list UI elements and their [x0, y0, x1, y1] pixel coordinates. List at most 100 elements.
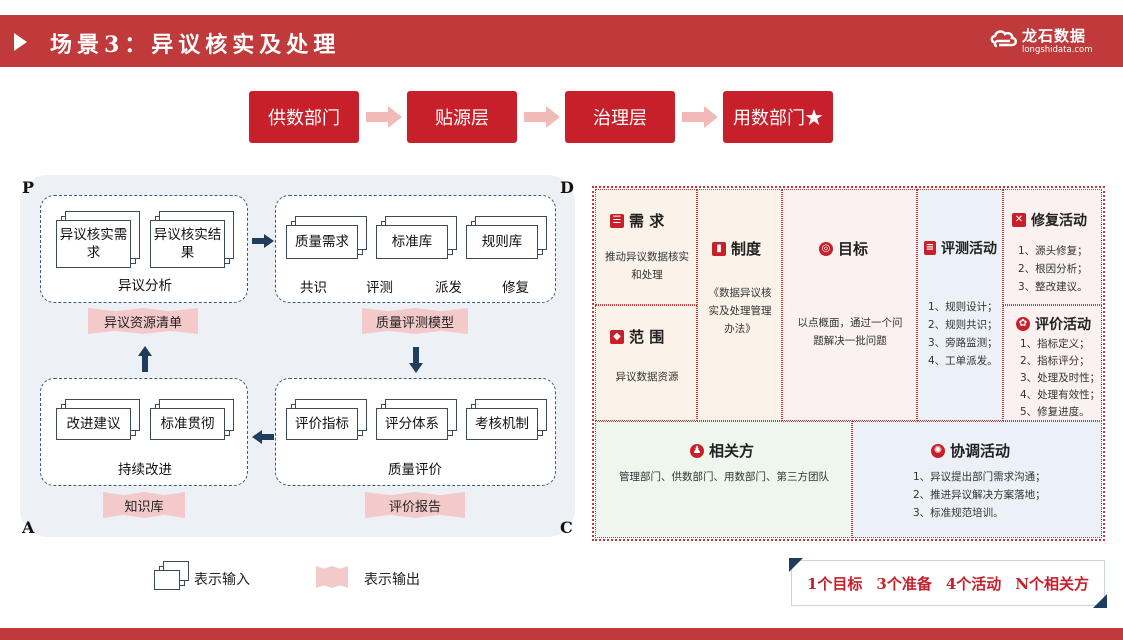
summary-box: 1个目标 3个准备 4个活动 N个相关方 — [791, 560, 1105, 606]
tools-icon: ✕ — [1012, 213, 1026, 227]
award-icon: ✿ — [1016, 317, 1030, 331]
list-item: 3、旁路监测； — [928, 337, 998, 349]
logo: 龙石数据 longshidata.com — [990, 25, 1110, 59]
cell-goal: ◎目标 以点概面，通过一个问题解决一批问题 — [782, 189, 917, 421]
corner-label-p: P — [22, 178, 35, 197]
cube-icon: ◆ — [610, 329, 624, 344]
summary-stakeholders: N个相关方 — [1015, 574, 1089, 593]
coordination-title: ✺ 协调活动 — [931, 440, 1010, 461]
eval-test-title: ≡ 评测活动 — [924, 238, 997, 258]
repair-title: ✕修复活动 — [1012, 210, 1087, 230]
list-item: 3、标准规范培训。 — [913, 507, 1004, 519]
flow-step-source-layer: 贴源层 — [407, 91, 517, 143]
evaluate-title: ✿ 评价活动 — [1016, 314, 1091, 334]
stakeholders-text: 管理部门、供数部门、用数部门、第三方团队 — [619, 471, 829, 483]
legend-output-icon — [316, 566, 348, 588]
doc-demand: 异议核实需求 — [56, 211, 140, 268]
cell-stakeholders: ♟ 相关方 管理部门、供数部门、用数部门、第三方团队 — [595, 421, 852, 538]
corner-label-d: D — [560, 178, 574, 197]
summary-activities: 4个活动 — [945, 574, 1002, 593]
doc-eval-index: 评价指标 — [286, 399, 367, 440]
evaluate-list: 1、指标定义； 2、指标评分； 3、处理及时性； 4、处理有效性； 5、修复进度… — [1020, 336, 1100, 421]
page-title: 场景3：异议核实及处理 — [50, 32, 341, 58]
arrow-right-icon — [252, 234, 274, 248]
arrow-left-icon — [252, 430, 274, 444]
gear-icon: ✺ — [931, 443, 945, 458]
doc-result: 异议核实结果 — [150, 211, 234, 268]
cell-eval-test: ≡ 评测活动 1、规则设计； 2、规则共识； 3、旁路监测； 4、工单派发。 — [917, 189, 1003, 421]
flow-arrow-icon — [682, 106, 718, 128]
list-item: 4、处理有效性； — [1020, 389, 1101, 401]
people-icon: ♟ — [690, 443, 704, 458]
corner-label-c: C — [560, 518, 573, 537]
cell-repair: ✕修复活动 1、源头修复； 2、根因分析； 3、整改建议。 — [1003, 189, 1102, 305]
book-icon: ▮ — [712, 241, 726, 256]
scope-text: 异议数据资源 — [615, 371, 679, 383]
list-item: 2、推进异议解决方案落地； — [913, 489, 1046, 501]
list-item: 1、异议提出部门需求沟通； — [913, 471, 1046, 483]
list-item: 4、工单派发。 — [928, 355, 998, 367]
eval-test-title-text: 评测活动 — [941, 241, 997, 257]
doc-score-system: 评分体系 — [376, 399, 457, 440]
list-item: 5、修复进度。 — [1020, 406, 1090, 418]
evaluate-title-text: 评价活动 — [1035, 317, 1091, 333]
cell-system: ▮制度 《数据异议核实及处理管理办法》 — [697, 189, 782, 421]
p-box-caption: 异议分析 — [118, 278, 172, 294]
summary-prep: 3个准备 — [876, 574, 932, 593]
flow-step-governance-layer: 治理层 — [565, 91, 675, 143]
c-box-caption: 质量评价 — [388, 462, 442, 478]
corner-decoration — [789, 558, 803, 572]
flow-step-consumer: 用数部门★ — [723, 91, 833, 143]
doc-quality-demand: 质量需求 — [286, 216, 367, 259]
list-item: 2、指标评分； — [1020, 355, 1090, 367]
list-item: 1、源头修复； — [1018, 245, 1088, 257]
header-bar — [0, 15, 1123, 67]
legend-input-icon — [154, 561, 189, 590]
arrow-up-icon — [138, 346, 152, 372]
list-item: 1、规则设计； — [928, 301, 998, 313]
doc-assessment: 考核机制 — [466, 399, 547, 440]
eval-test-list: 1、规则设计； 2、规则共识； 3、旁路监测； 4、工单派发。 — [928, 298, 998, 370]
doc-suggestion: 改进建议 — [56, 399, 140, 440]
cell-evaluate: ✿ 评价活动 1、指标定义； 2、指标评分； 3、处理及时性； 4、处理有效性； … — [1003, 305, 1102, 421]
goal-title: ◎目标 — [819, 238, 868, 259]
action-consensus: 共识 — [300, 280, 327, 296]
coordination-title-text: 协调活动 — [950, 442, 1011, 460]
output-ribbon-knowledge: 知识库 — [103, 492, 185, 518]
corner-decoration — [1093, 594, 1107, 608]
repair-list: 1、源头修复； 2、根因分析； 3、整改建议。 — [1018, 242, 1088, 296]
list-item: 2、根因分析； — [1018, 263, 1088, 275]
corner-label-a: A — [22, 518, 35, 537]
cell-demand: ☰ 需 求 推动异议数据核实和处理 — [595, 189, 697, 305]
elements-grid — [592, 186, 1105, 541]
footer-bar — [0, 628, 1123, 640]
goal-text: 以点概面，通过一个问题解决一批问题 — [797, 317, 903, 347]
stakeholders-title-text: 相关方 — [709, 442, 755, 460]
list-item: 2、规则共识； — [928, 319, 998, 331]
action-test: 评测 — [366, 280, 393, 296]
doc-standard-lib: 标准库 — [376, 216, 457, 259]
legend-input-label: 表示输入 — [194, 572, 250, 588]
demand-title-text: 需 求 — [629, 212, 665, 230]
stakeholders-title: ♟ 相关方 — [690, 440, 754, 461]
output-ribbon-model: 质量评测模型 — [362, 308, 468, 334]
legend-output-label: 表示输出 — [364, 572, 420, 588]
action-dispatch: 派发 — [435, 280, 462, 296]
demand-text: 推动异议数据核实和处理 — [605, 251, 689, 281]
flow-arrow-icon — [366, 106, 402, 128]
list-item: 3、整改建议。 — [1018, 281, 1088, 293]
cell-coordination: ✺ 协调活动 1、异议提出部门需求沟通； 2、推进异议解决方案落地； 3、标准规范… — [852, 421, 1102, 538]
arrow-down-icon — [409, 347, 423, 373]
a-box-caption: 持续改进 — [118, 462, 172, 478]
demand-title: ☰ 需 求 — [610, 210, 664, 231]
cell-scope: ◆ 范 围 异议数据资源 — [595, 305, 697, 421]
goal-title-text: 目标 — [838, 240, 869, 258]
logo-text-en: longshidata.com — [1022, 45, 1093, 55]
document-icon: ☰ — [610, 213, 624, 228]
doc-standard-implement: 标准贯彻 — [150, 399, 234, 440]
scope-title: ◆ 范 围 — [610, 326, 664, 347]
list-icon: ≡ — [924, 241, 936, 255]
list-item: 1、指标定义； — [1020, 338, 1090, 350]
scope-title-text: 范 围 — [629, 328, 665, 346]
flow-step-supplier: 供数部门 — [249, 91, 359, 143]
